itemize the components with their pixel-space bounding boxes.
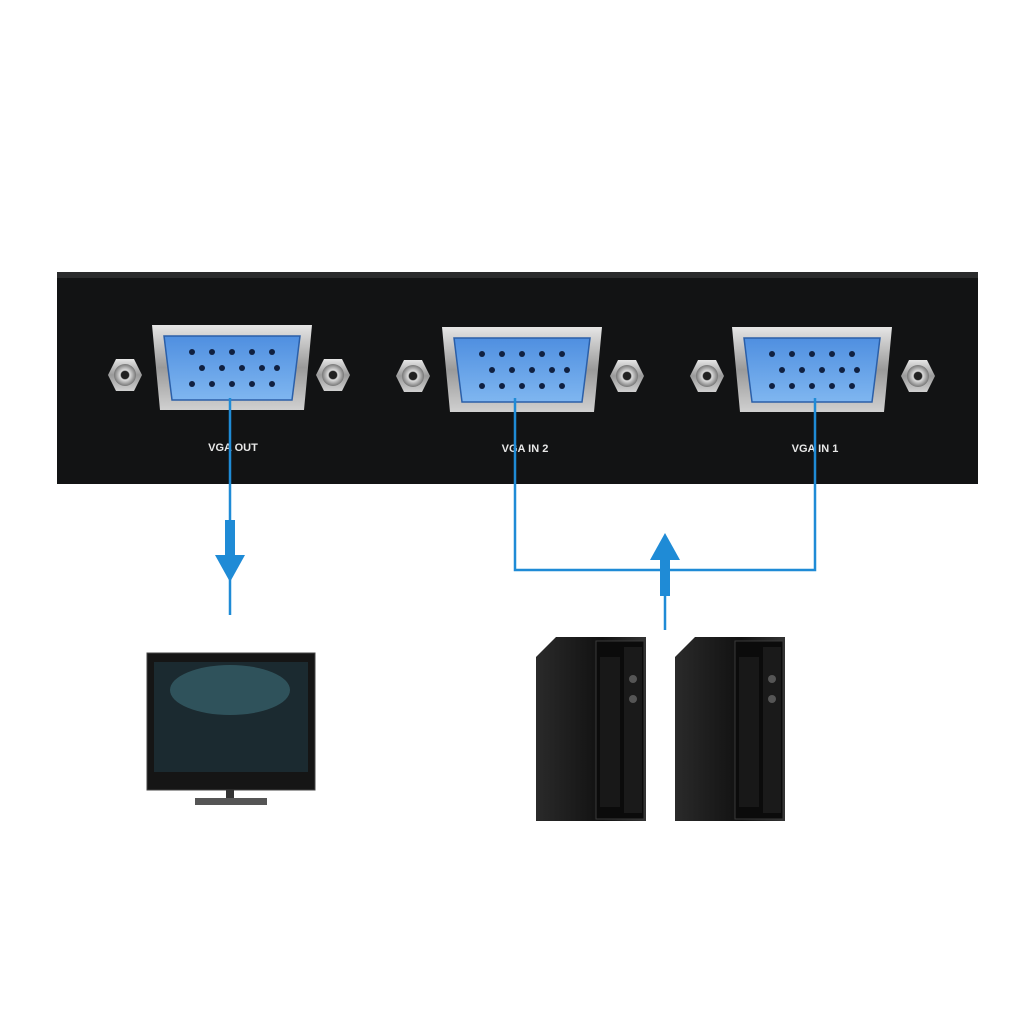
arrow-up-icon	[650, 533, 680, 596]
vga-in2-port	[441, 326, 603, 413]
desktop-pc-icon	[535, 636, 647, 822]
vga-out-label: VGA OUT	[208, 442, 258, 454]
vga-in2-label: VGA IN 2	[502, 443, 549, 455]
vga-in1-port	[731, 326, 893, 413]
desktop-pc-icon	[674, 636, 786, 822]
arrow-down-icon	[215, 520, 245, 582]
vga-out-port	[151, 324, 313, 411]
monitor-icon	[146, 652, 316, 805]
